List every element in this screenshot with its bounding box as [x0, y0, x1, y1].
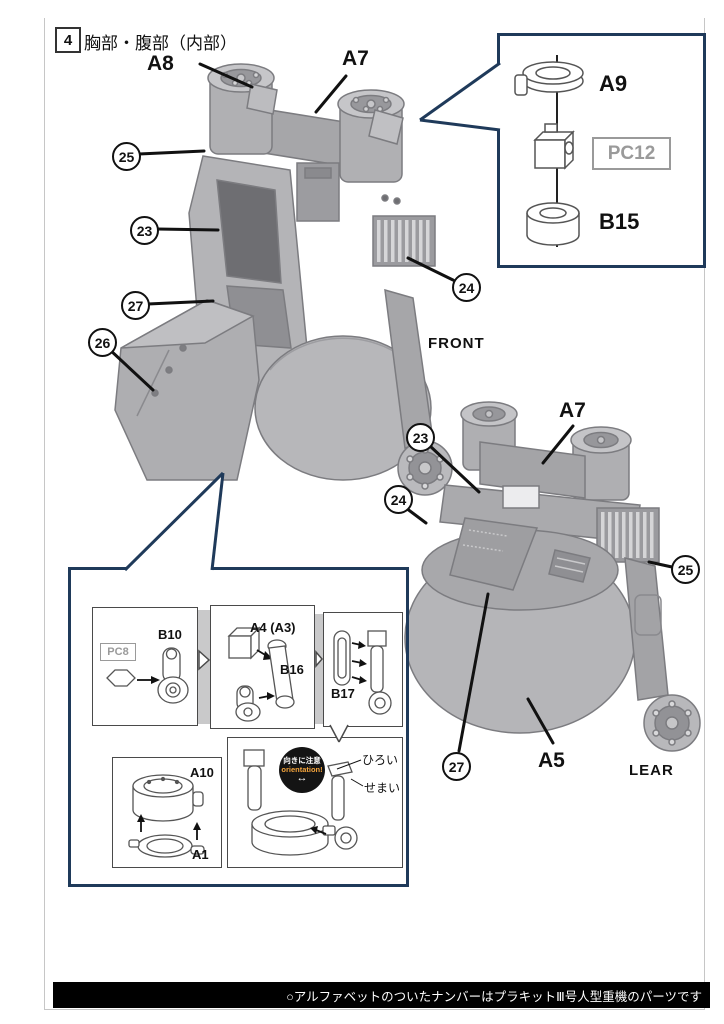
- step-connector-strip: [198, 610, 210, 724]
- page-frame-right: [704, 18, 705, 1010]
- front-caption: FRONT: [428, 335, 485, 352]
- rear-caption: LEAR: [629, 762, 674, 779]
- callout-26-front: 26: [88, 328, 117, 357]
- detail-inset-box: [68, 567, 409, 887]
- part-label-a5: A5: [538, 749, 565, 772]
- note-narrow: せまい: [364, 781, 401, 795]
- double-arrow-icon: ↔: [296, 772, 308, 785]
- callout-27-front: 27: [121, 291, 150, 320]
- part-label-b10: B10: [158, 627, 182, 642]
- detail-step1-box: [92, 607, 198, 726]
- part-label-b15: B15: [599, 209, 640, 234]
- page-frame-bottom: [44, 1009, 705, 1010]
- callout-24-front: 24: [452, 273, 481, 302]
- front-photo: [85, 48, 480, 528]
- part-label-b16: B16: [280, 662, 304, 677]
- part-label-b17: B17: [331, 686, 355, 701]
- step1-drawing: [106, 647, 189, 704]
- part-label-a7-rear: A7: [559, 399, 586, 422]
- step2-drawing: [227, 626, 295, 722]
- callout-25-rear: 25: [671, 555, 700, 584]
- caution-text-jp: 向きに注意: [283, 755, 321, 765]
- parts-inset-drawing: [505, 45, 595, 260]
- part-label-pc8: PC8: [100, 643, 136, 661]
- rear-photo: [385, 390, 710, 795]
- part-label-a1: A1: [192, 847, 209, 862]
- callout-25-front: 25: [112, 142, 141, 171]
- detail-step2-box: [210, 605, 315, 729]
- part-label-a10: A10: [190, 765, 214, 780]
- callout-24-rear: 24: [384, 485, 413, 514]
- section-number: 4: [55, 27, 81, 53]
- part-label-a4: A4 (A3): [250, 620, 296, 635]
- section-title: 胸部・腹部（内部）: [84, 34, 237, 53]
- detail-step5-box: [227, 737, 403, 868]
- step4-drawing: [128, 774, 205, 858]
- orientation-caution-badge: 向きに注意 orientation! ↔: [279, 747, 325, 793]
- note-wide: ひろい: [362, 753, 399, 767]
- part-label-a9: A9: [599, 71, 628, 96]
- detail-step3-box: [323, 612, 403, 727]
- part-label-a7-front: A7: [342, 47, 369, 70]
- parts-inset-box: [497, 33, 706, 268]
- detail-step4-box: [112, 757, 222, 868]
- step5-drawing: [243, 749, 358, 856]
- page-frame-left: [44, 18, 45, 1010]
- callout-23-rear: 23: [406, 423, 435, 452]
- step3-drawing: [333, 630, 392, 715]
- callout-27-rear: 27: [442, 752, 471, 781]
- callout-23-front: 23: [130, 216, 159, 245]
- footer-note-bar: ○アルファベットのついたナンバーはプラキットⅢ号人型重機のパーツです: [53, 982, 710, 1008]
- caution-text-en: orientation!: [281, 764, 323, 774]
- part-label-a8: A8: [147, 52, 174, 75]
- part-label-pc12: PC12: [592, 137, 671, 170]
- footer-note-text: ○アルファベットのついたナンバーはプラキットⅢ号人型重機のパーツです: [286, 989, 702, 1004]
- step-connector-strip: [315, 614, 323, 724]
